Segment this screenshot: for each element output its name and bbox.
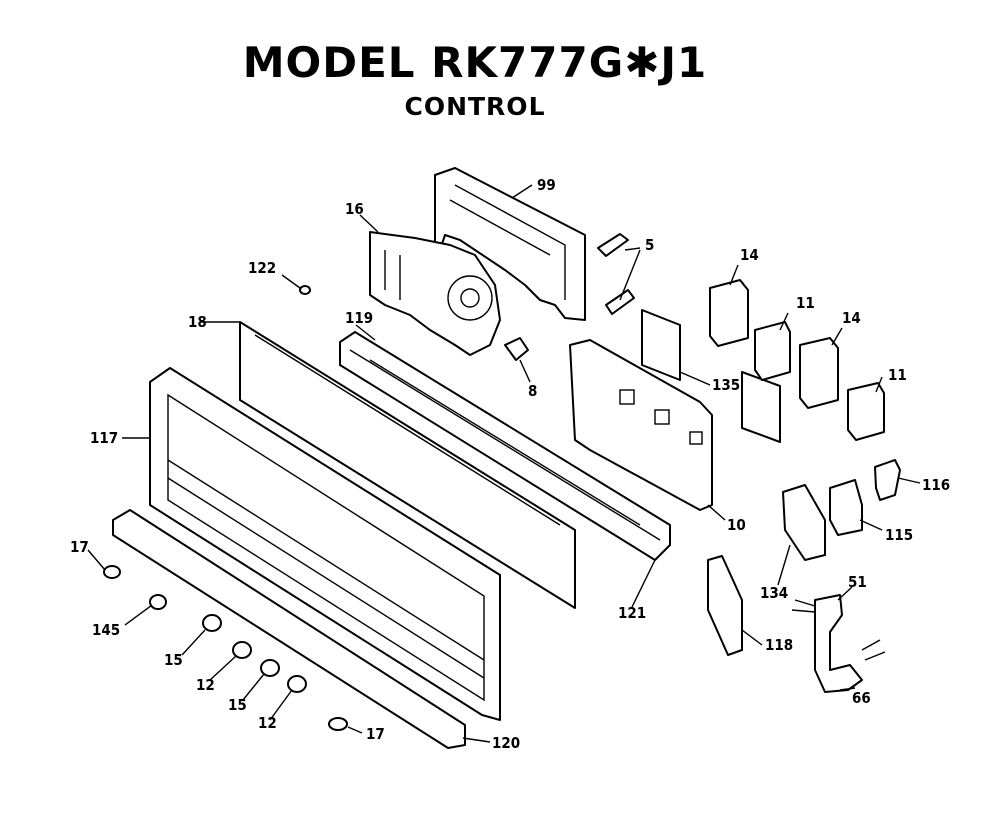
part-122 — [299, 285, 311, 295]
part-134-bracket — [782, 484, 826, 561]
callout-119: 119 — [345, 309, 373, 327]
callout-99: 99 — [537, 176, 556, 194]
part-10-circuit-board — [569, 339, 713, 511]
callout-labels: 99 16 5 14 11 14 11 122 18 119 8 135 117… — [70, 176, 950, 752]
callout-145: 145 — [92, 621, 120, 639]
callout-134: 134 — [760, 584, 788, 602]
part-66-harness — [791, 594, 886, 693]
callout-118: 118 — [765, 636, 793, 654]
callout-18: 18 — [188, 313, 207, 331]
part-115-bracket — [829, 479, 863, 536]
callout-117: 117 — [90, 429, 118, 447]
part-5-switches — [597, 233, 635, 315]
part-116-bracket — [874, 459, 901, 501]
part-135-insulator — [641, 309, 781, 443]
callout-5: 5 — [645, 236, 654, 254]
part-8-bracket — [504, 337, 529, 361]
callout-10: 10 — [727, 516, 746, 534]
callout-14a: 14 — [740, 246, 759, 264]
part-118-bracket — [707, 555, 743, 656]
callout-16: 16 — [345, 200, 364, 218]
knobs — [103, 565, 348, 731]
callout-11b: 11 — [888, 366, 907, 384]
part-16-clock-assembly — [369, 231, 501, 356]
callout-11a: 11 — [796, 294, 815, 312]
page-title: MODEL RK777G✱J1 — [242, 38, 708, 87]
part-relays — [709, 279, 885, 441]
callout-66: 66 — [852, 689, 871, 707]
callout-120: 120 — [492, 734, 520, 752]
callout-17b: 17 — [366, 725, 385, 743]
callout-15a: 15 — [164, 651, 183, 669]
page-subtitle: CONTROL — [404, 92, 546, 121]
part-121-rail — [339, 331, 671, 561]
callout-121: 121 — [618, 604, 646, 622]
callout-12b: 12 — [258, 714, 277, 732]
part-120-trim — [112, 509, 466, 749]
callout-135: 135 — [712, 376, 740, 394]
callout-12a: 12 — [196, 676, 215, 694]
callout-15b: 15 — [228, 696, 247, 714]
callout-14b: 14 — [842, 309, 861, 327]
callout-51: 51 — [848, 573, 867, 591]
leader-lines — [87, 184, 921, 743]
callout-116: 116 — [922, 476, 950, 494]
callout-122: 122 — [248, 259, 276, 277]
callout-115: 115 — [885, 526, 913, 544]
callout-8: 8 — [528, 382, 537, 400]
part-18-glass-panel — [239, 321, 576, 609]
callout-17a: 17 — [70, 538, 89, 556]
part-117-panel-frame — [149, 367, 501, 721]
